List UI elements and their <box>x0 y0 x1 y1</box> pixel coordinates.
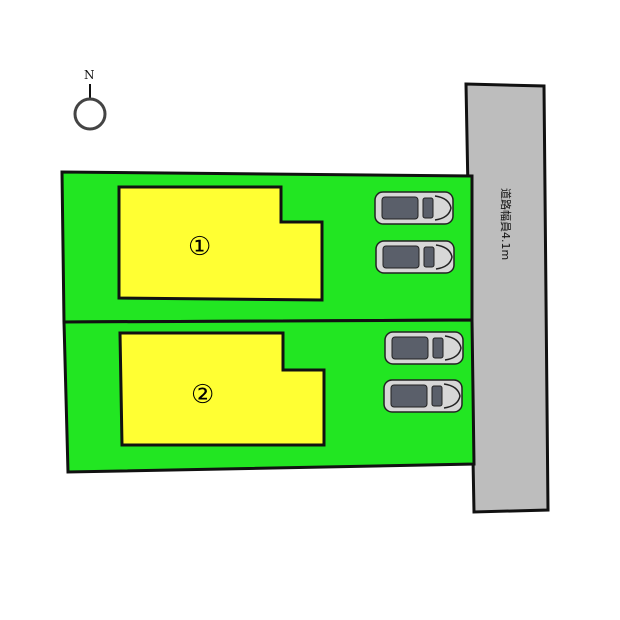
road: 道路幅員4.1m <box>464 82 550 514</box>
north-label: N <box>84 68 95 82</box>
lot-1-number: ① <box>188 232 211 262</box>
lot-2: ② <box>62 318 476 474</box>
car-icon <box>383 379 463 413</box>
car-icon <box>375 240 455 274</box>
lot-1-building <box>117 185 324 302</box>
north-compass-icon: N <box>73 68 107 131</box>
lot-2-building <box>118 331 326 447</box>
lot-1: ① <box>60 170 474 324</box>
road-width-label: 道路幅員4.1m <box>499 188 513 260</box>
road-strip <box>464 82 550 514</box>
car-icon <box>384 331 464 365</box>
lot-2-number: ② <box>191 380 214 410</box>
car-icon <box>374 191 454 225</box>
